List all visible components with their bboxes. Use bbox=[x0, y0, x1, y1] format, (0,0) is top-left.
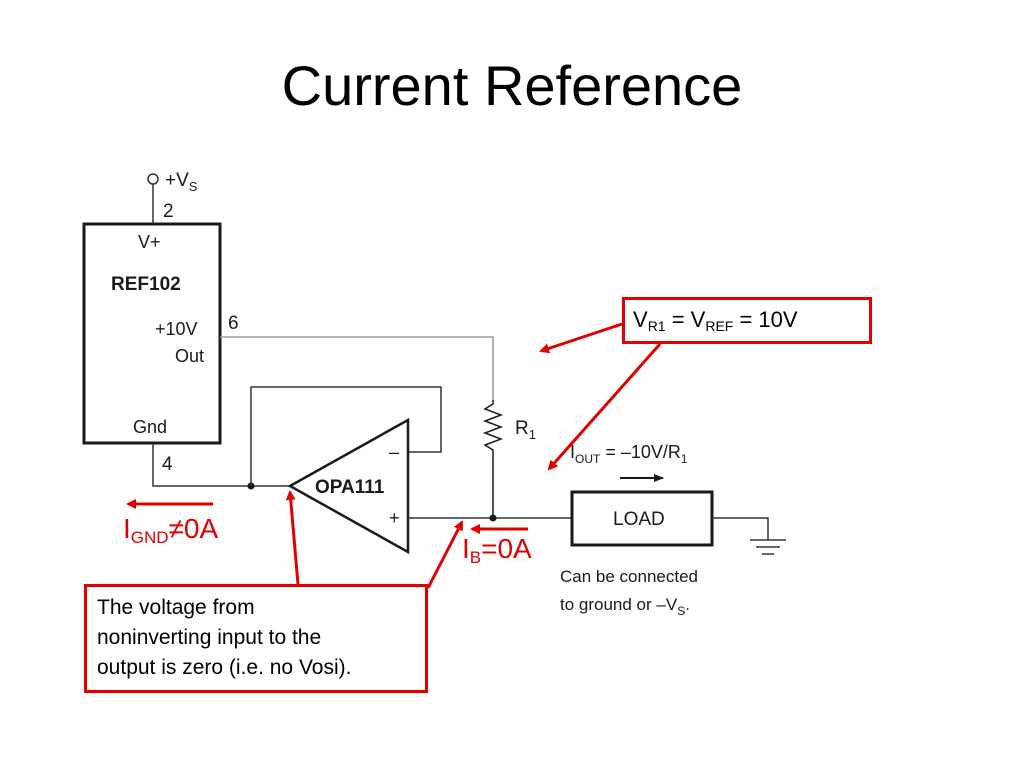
load-label: LOAD bbox=[613, 509, 665, 530]
ref102-block bbox=[82, 222, 222, 445]
vosi-line-2: noninverting input to the bbox=[97, 626, 322, 649]
load-note-line-2: to ground or –V bbox=[560, 595, 678, 614]
vr1-callout-box: VR1 = VREF = 10V bbox=[622, 297, 872, 344]
ignd-value: ≠0A bbox=[168, 513, 219, 544]
slide-title: Current Reference bbox=[281, 54, 743, 117]
feedback-wire bbox=[250, 386, 442, 486]
pin-2-label: 2 bbox=[163, 201, 174, 222]
supply-label: +V bbox=[165, 170, 189, 191]
ib-label: IB=0A bbox=[462, 533, 532, 568]
ignd-sub: GND bbox=[130, 528, 169, 547]
annotation-arrow-vr1 bbox=[539, 322, 623, 354]
vr1-v: V bbox=[633, 307, 648, 332]
load-note-line-2-sub: S bbox=[677, 604, 685, 618]
ground-symbol bbox=[750, 539, 786, 555]
svg-text:IOUT = –10V/R1: IOUT = –10V/R1 bbox=[570, 442, 688, 466]
iout-equation-sub: 1 bbox=[681, 452, 688, 466]
iout-label: I bbox=[570, 442, 575, 462]
svg-text:R1: R1 bbox=[515, 418, 536, 442]
iout-equation: = –10V/R bbox=[600, 442, 681, 462]
opa111-opamp bbox=[287, 417, 410, 555]
load-block bbox=[570, 490, 714, 547]
vosi-line-3: output is zero (i.e. no Vosi). bbox=[97, 656, 352, 679]
opamp-plus-label: + bbox=[389, 508, 400, 528]
svg-text:to ground or –VS.: to ground or –VS. bbox=[560, 595, 690, 618]
supply-terminal bbox=[147, 173, 159, 185]
ref-output-wire bbox=[220, 336, 494, 400]
vr1-sub: R1 bbox=[647, 318, 666, 334]
output-label: Out bbox=[175, 346, 204, 366]
ref-gnd-wire bbox=[152, 443, 290, 487]
ignd-label: IGND≠0A bbox=[123, 513, 218, 548]
supply-label-sub: S bbox=[189, 179, 198, 194]
ib-i: I bbox=[462, 533, 470, 564]
vr1-eq1: = V bbox=[665, 307, 706, 332]
gnd-pin-label: Gnd bbox=[133, 417, 167, 437]
ib-sub: B bbox=[469, 548, 482, 567]
iout-label-sub: OUT bbox=[575, 452, 601, 466]
pin-6-label: 6 bbox=[228, 313, 239, 334]
junction-node-out bbox=[489, 514, 497, 522]
ignd-i: I bbox=[123, 513, 131, 544]
output-voltage-label: +10V bbox=[155, 319, 198, 339]
r1-resistor bbox=[482, 400, 504, 518]
load-ground-wire bbox=[712, 517, 769, 540]
opamp-label: OPA111 bbox=[315, 477, 385, 498]
pin-4-label: 4 bbox=[162, 454, 173, 475]
annotation-arrow-vosi-to-input bbox=[285, 490, 300, 585]
vr1-eq2: = 10V bbox=[733, 307, 798, 332]
vosi-line-1: The voltage from bbox=[97, 596, 255, 619]
ref102-label: REF102 bbox=[111, 274, 181, 295]
opamp-minus-label: – bbox=[389, 442, 399, 462]
ib-value: =0A bbox=[481, 533, 532, 564]
r1-label-sub: 1 bbox=[529, 427, 536, 442]
r1-label: R bbox=[515, 418, 529, 439]
vref-sub: REF bbox=[705, 318, 734, 334]
load-note-line-1: Can be connected bbox=[560, 567, 698, 586]
annotation-arrow-iout bbox=[547, 343, 662, 471]
annotation-arrow-vosi-to-output bbox=[426, 520, 464, 589]
vplus-pin-label: V+ bbox=[138, 232, 161, 252]
svg-text:+VS: +VS bbox=[165, 170, 198, 194]
vosi-callout-box: The voltage from noninverting input to t… bbox=[84, 584, 428, 693]
load-note-line-2-end: . bbox=[685, 595, 690, 614]
